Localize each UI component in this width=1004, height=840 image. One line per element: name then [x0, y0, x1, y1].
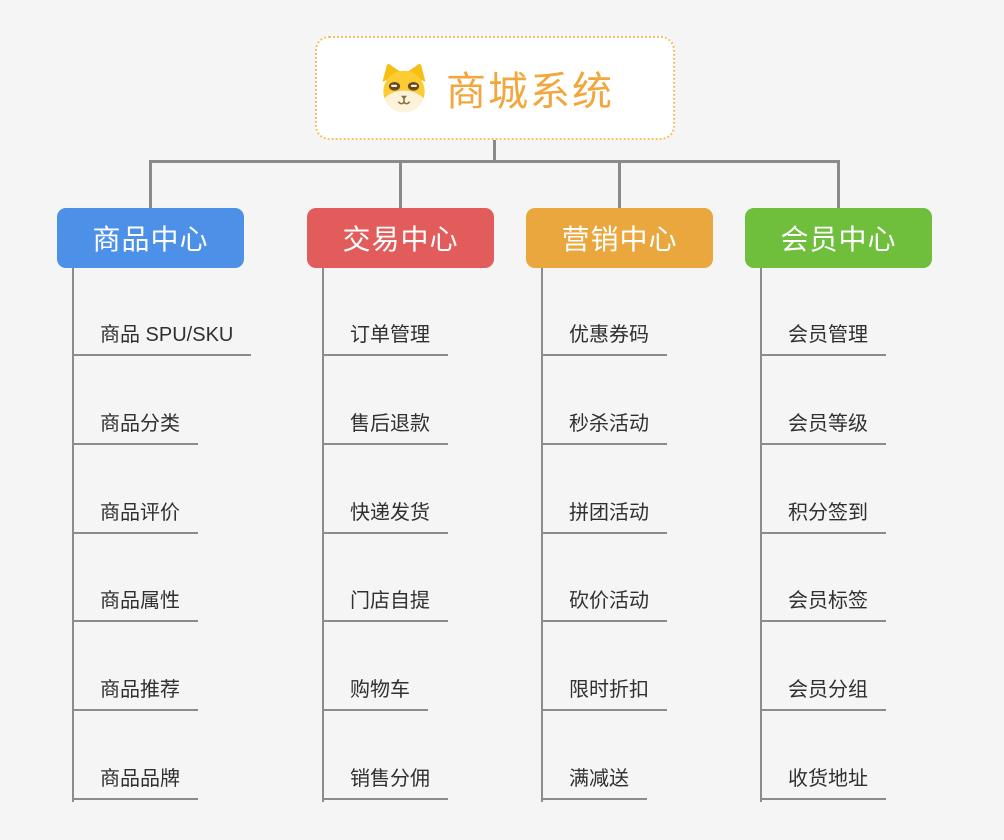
branch-label: 营销中心: [561, 224, 678, 255]
leaf-node[interactable]: 售后退款: [322, 411, 448, 445]
leaf-node[interactable]: 秒杀活动: [541, 411, 667, 445]
trunk-line: [541, 268, 543, 802]
leaf-node[interactable]: 会员管理: [760, 322, 886, 356]
leaf-node[interactable]: 满减送: [541, 766, 647, 800]
leaf-column-marketing: 优惠券码 秒杀活动 拼团活动 砍价活动 限时折扣 满减送: [541, 268, 776, 804]
dog-face-icon: [382, 64, 426, 113]
leaf-node[interactable]: 砍价活动: [541, 588, 667, 622]
leaf-node[interactable]: 优惠券码: [541, 322, 667, 356]
root-node-mall-system[interactable]: 商城系统: [315, 36, 675, 140]
leaf-node[interactable]: 会员标签: [760, 588, 886, 622]
root-connector-line: [493, 140, 496, 162]
leaf-node[interactable]: 订单管理: [322, 322, 448, 356]
leaf-column-member: 会员管理 会员等级 积分签到 会员标签 会员分组 收货地址: [760, 268, 995, 804]
leaf-column-trade: 订单管理 售后退款 快递发货 门店自提 购物车 销售分佣: [322, 268, 557, 804]
branch-connector-horizontal-line: [149, 160, 839, 163]
leaf-column-product: 商品 SPU/SKU 商品分类 商品评价 商品属性 商品推荐 商品品牌: [72, 268, 307, 804]
leaf-node[interactable]: 商品分类: [72, 411, 198, 445]
leaf-node[interactable]: 销售分佣: [322, 766, 448, 800]
leaf-node[interactable]: 商品推荐: [72, 677, 198, 711]
branch-drop-line: [837, 160, 840, 208]
root-node-title: 商城系统: [446, 70, 614, 114]
branch-drop-line: [149, 160, 152, 208]
trunk-line: [72, 268, 74, 802]
branch-drop-line: [399, 160, 402, 208]
branch-label: 会员中心: [780, 224, 897, 255]
leaf-node[interactable]: 门店自提: [322, 588, 448, 622]
leaf-node[interactable]: 商品品牌: [72, 766, 198, 800]
branch-label: 商品中心: [92, 224, 209, 255]
leaf-node[interactable]: 商品评价: [72, 500, 198, 534]
leaf-node[interactable]: 会员等级: [760, 411, 886, 445]
leaf-node[interactable]: 会员分组: [760, 677, 886, 711]
leaf-node[interactable]: 快递发货: [322, 500, 448, 534]
branch-node-product-center[interactable]: 商品中心: [57, 208, 244, 268]
branch-node-trade-center[interactable]: 交易中心: [307, 208, 494, 268]
trunk-line: [760, 268, 762, 802]
branch-drop-line: [618, 160, 621, 208]
leaf-node[interactable]: 商品 SPU/SKU: [72, 322, 252, 356]
leaf-node[interactable]: 收货地址: [760, 766, 886, 800]
branch-label: 交易中心: [342, 224, 459, 255]
leaf-node[interactable]: 限时折扣: [541, 677, 667, 711]
leaf-node[interactable]: 商品属性: [72, 588, 198, 622]
leaf-node[interactable]: 拼团活动: [541, 500, 667, 534]
trunk-line: [322, 268, 324, 802]
branch-node-marketing-center[interactable]: 营销中心: [526, 208, 713, 268]
leaf-node[interactable]: 购物车: [322, 677, 428, 711]
leaf-node[interactable]: 积分签到: [760, 500, 886, 534]
branch-node-member-center[interactable]: 会员中心: [745, 208, 932, 268]
